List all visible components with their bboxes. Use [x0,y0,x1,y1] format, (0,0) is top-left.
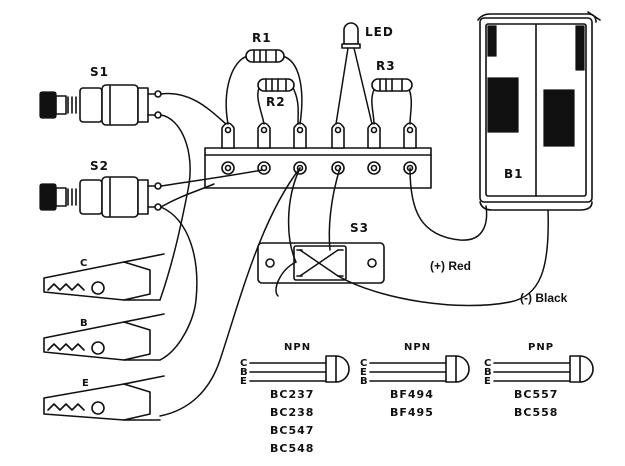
transistor-type: NPN [284,342,311,353]
resistor-r1: R1 [225,31,303,125]
switch-s1: S1 [39,65,162,126]
pin-letter: E [240,376,248,387]
terminal-lug [367,122,381,149]
part-number: BC547 [270,424,314,437]
r1-label: R1 [252,31,272,45]
terminal-strip [204,122,432,189]
s2-label: S2 [90,159,109,173]
terminal-lug [331,122,345,149]
clip-e: E [43,375,165,421]
battery-holder-b1: B1 [477,11,601,211]
transistor-body [569,355,594,383]
wiring [159,92,549,417]
part-number: BC237 [270,388,314,401]
clip-b-label: B [80,318,89,329]
part-number: BF495 [390,406,434,419]
terminal-lug [293,122,307,149]
pin-letter: B [240,367,249,378]
part-number: BC558 [514,406,558,419]
terminal-screw [367,161,381,175]
resistor-r3: R3 [371,59,413,125]
led-label: LED [365,25,394,39]
r2-label: R2 [266,95,286,109]
pin-letter: E [360,367,368,378]
terminal-screw [221,161,235,175]
terminal-lug [221,122,235,149]
pin-letter: C [240,358,248,369]
terminal-lug [257,122,271,149]
pin-letter: B [484,367,493,378]
part-number: BF494 [390,388,434,401]
resistor-r2: R2 [257,78,299,125]
transistor-pinouts: NPNCBEBC237BC238BC547BC548NPNCEBBF494BF4… [240,342,594,455]
pin-letter: C [360,358,368,369]
pin-letter: E [484,376,492,387]
negative-lead-label: (-) Black [520,291,568,305]
switch-s3: S3 [257,221,385,284]
switch-s2: S2 [39,159,162,218]
b1-label: B1 [504,167,524,181]
r3-label: R3 [376,59,396,73]
terminal-screw [257,161,271,175]
pin-letter: C [484,358,492,369]
pin-letter: B [360,376,369,387]
transistor-type: PNP [528,342,554,353]
clip-e-label: E [82,378,90,389]
part-number: BC238 [270,406,314,419]
s1-label: S1 [90,65,109,79]
transistor-type: NPN [404,342,431,353]
part-number: BC557 [514,388,558,401]
terminal-lug [403,122,417,149]
led: LED [335,22,394,125]
clip-c-label: C [80,258,88,269]
part-number: BC548 [270,442,314,455]
transistor-body [445,355,470,383]
clip-b: B [43,313,165,361]
transistor-body [325,355,350,383]
clip-c: C [43,253,165,301]
s3-label: S3 [350,221,369,235]
positive-lead-label: (+) Red [430,259,471,273]
